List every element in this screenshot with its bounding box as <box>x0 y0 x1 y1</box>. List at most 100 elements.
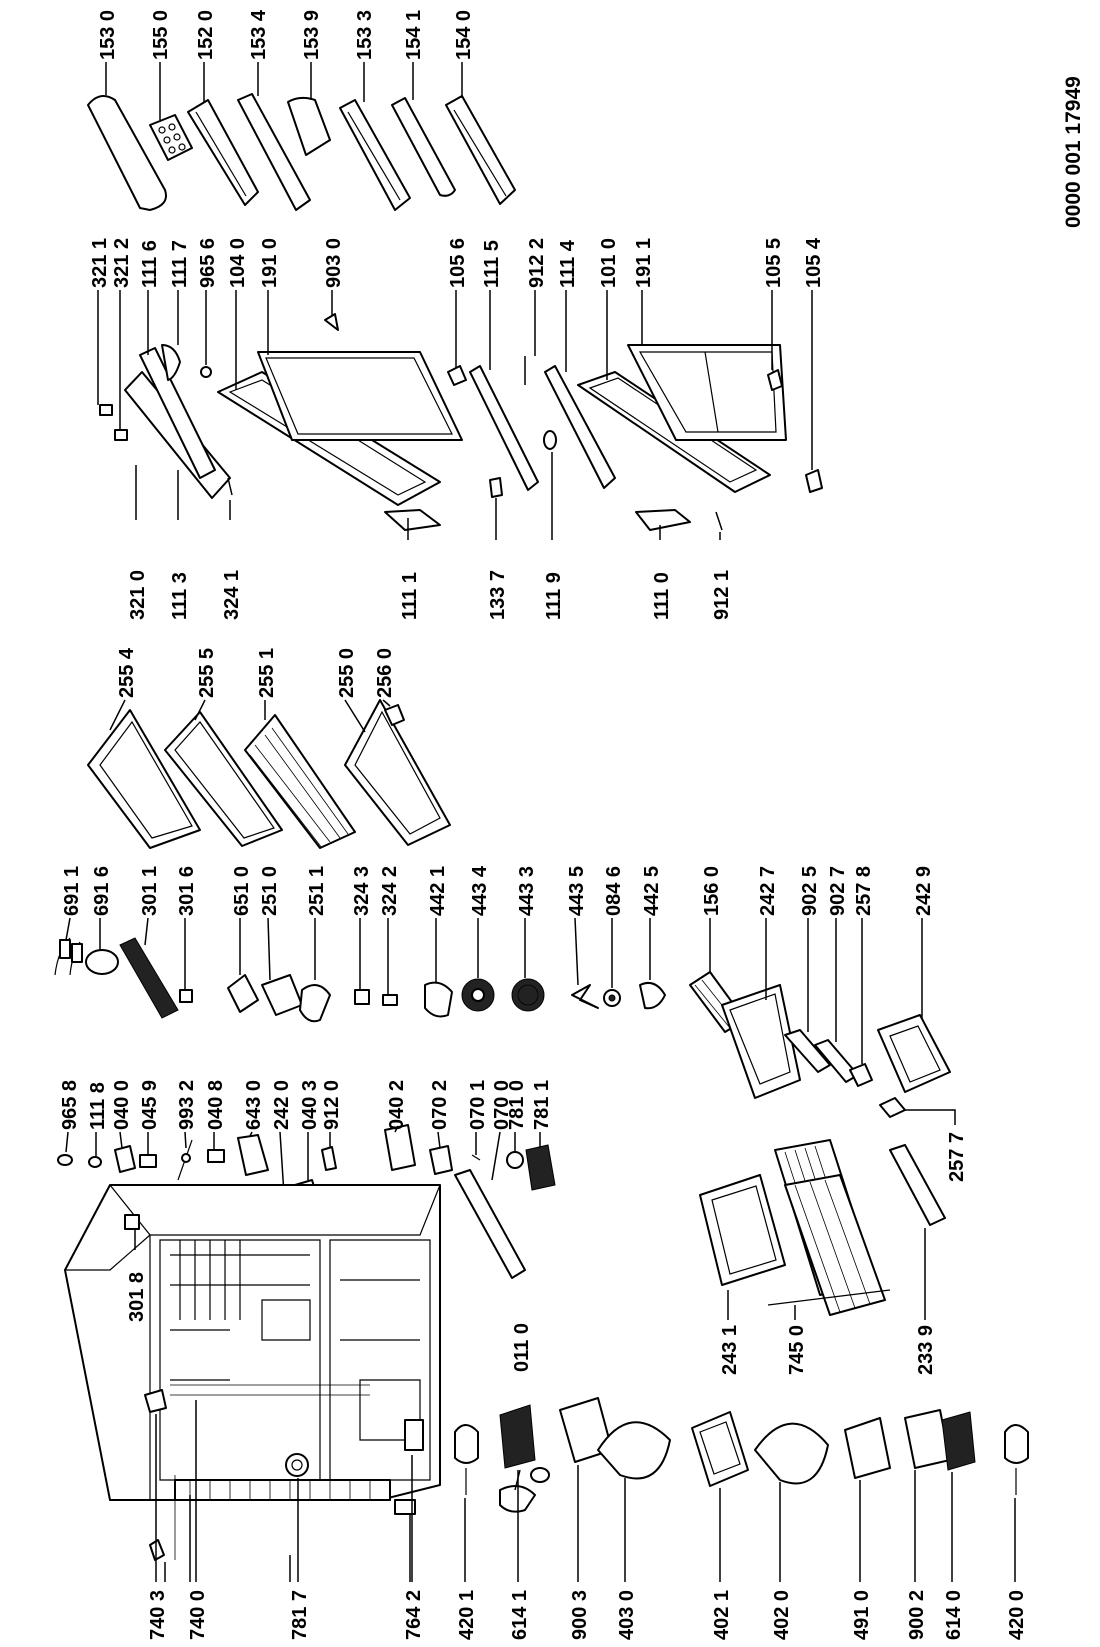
label-2551: 255 1 <box>256 648 278 698</box>
label-9122: 912 2 <box>526 238 548 288</box>
label-1010: 101 0 <box>598 238 620 288</box>
label-0702: 070 2 <box>429 1080 451 1130</box>
label-4910: 491 0 <box>851 1590 873 1640</box>
label-2560: 256 0 <box>374 648 396 698</box>
label-1533: 153 3 <box>354 10 376 60</box>
leader-lines-doors <box>97 290 813 540</box>
label-3212: 321 2 <box>111 238 133 288</box>
label-1337: 133 7 <box>487 570 509 620</box>
label-2429: 242 9 <box>913 866 935 916</box>
leader-lines-shelves <box>109 699 391 733</box>
label-7811: 781 1 <box>531 1080 553 1130</box>
label-9002: 900 2 <box>906 1590 928 1640</box>
label-1113: 111 3 <box>169 572 191 620</box>
label-0403: 040 3 <box>299 1080 321 1130</box>
label-0408: 040 8 <box>205 1080 227 1130</box>
label-9003: 900 3 <box>569 1590 591 1640</box>
label-3243: 324 3 <box>351 866 373 916</box>
label-1530: 153 0 <box>97 10 119 60</box>
label-9656: 965 6 <box>197 238 219 288</box>
label-1055: 105 5 <box>763 238 785 288</box>
label-7810: 781 0 <box>506 1080 528 1130</box>
label-0110: 011 0 <box>511 1323 533 1372</box>
label-4201: 420 1 <box>456 1590 478 1640</box>
label-9025: 902 5 <box>799 866 821 916</box>
compressor-group <box>144 1384 1029 1495</box>
label-1117: 111 7 <box>169 240 191 288</box>
label-3241: 324 1 <box>221 570 243 620</box>
label-1550: 155 0 <box>150 10 172 60</box>
label-9121: 912 1 <box>711 570 733 620</box>
label-1541: 154 1 <box>403 10 425 60</box>
label-2339: 233 9 <box>915 1325 937 1375</box>
label-2427: 242 7 <box>757 866 779 916</box>
label-9027: 902 7 <box>827 866 849 916</box>
label-4020: 402 0 <box>771 1590 793 1640</box>
label-3242: 324 2 <box>379 866 401 916</box>
label-6141: 614 1 <box>509 1590 531 1640</box>
label-1114: 111 4 <box>557 239 579 288</box>
label-9658: 965 8 <box>59 1080 81 1130</box>
label-2550: 255 0 <box>336 648 358 698</box>
label-4421: 442 1 <box>427 866 449 916</box>
label-0402: 040 2 <box>386 1080 408 1130</box>
label-1054: 105 4 <box>803 237 825 288</box>
label-4435: 443 5 <box>566 866 588 916</box>
label-7450: 745 0 <box>786 1325 808 1375</box>
label-1520: 152 0 <box>195 10 217 60</box>
label-0700: 070 0 <box>491 1080 513 1130</box>
label-3211: 321 1 <box>89 238 111 288</box>
glass-shelves-group <box>87 699 451 849</box>
label-9932: 993 2 <box>176 1080 198 1130</box>
freezer-drawers-group <box>699 1097 946 1316</box>
label-6911: 691 1 <box>61 866 83 916</box>
label-3210: 321 0 <box>127 570 149 620</box>
label-1056: 105 6 <box>447 238 469 288</box>
label-6140: 614 0 <box>943 1590 965 1640</box>
label-1534: 153 4 <box>248 9 270 60</box>
label-6510: 651 0 <box>231 866 253 916</box>
label-2420: 242 0 <box>271 1080 293 1130</box>
label-0846: 084 6 <box>603 866 625 916</box>
leader-lines-cabinet <box>134 1230 521 1582</box>
label-6916: 691 6 <box>91 866 113 916</box>
label-2511: 251 1 <box>306 866 328 916</box>
label-2578: 257 8 <box>853 866 875 916</box>
label-6430: 643 0 <box>243 1080 265 1130</box>
label-1110: 111 0 <box>651 572 673 620</box>
label-2577: 257 7 <box>946 1132 968 1182</box>
leader-lines-drawers <box>727 1109 956 1320</box>
label-4433: 443 3 <box>516 866 538 916</box>
label-1911: 191 1 <box>633 238 655 288</box>
door-shelves-group <box>87 93 516 211</box>
label-1910: 191 0 <box>259 238 281 288</box>
label-4021: 402 1 <box>711 1590 733 1640</box>
label-9120: 912 0 <box>321 1080 343 1130</box>
label-9030: 903 0 <box>323 238 345 288</box>
label-7400: 740 0 <box>187 1590 209 1640</box>
label-7817: 781 7 <box>289 1590 311 1640</box>
label-3011: 301 1 <box>139 866 161 916</box>
doors-group <box>99 313 823 531</box>
label-1116: 111 6 <box>139 240 161 288</box>
label-4200: 420 0 <box>1006 1590 1028 1640</box>
label-3016: 301 6 <box>176 866 198 916</box>
label-1119: 111 9 <box>543 572 565 620</box>
label-0400: 040 0 <box>111 1080 133 1130</box>
cabinet-group <box>64 1184 550 1561</box>
label-4030: 403 0 <box>616 1590 638 1640</box>
label-1111: 111 1 <box>399 572 421 620</box>
label-7403: 740 3 <box>147 1590 169 1640</box>
controls-and-fans-group <box>54 937 951 1099</box>
label-1118: 111 8 <box>87 1082 109 1130</box>
label-1539: 153 9 <box>301 10 323 60</box>
label-1540: 154 0 <box>453 10 475 60</box>
part-labels: 153 0 155 0 152 0 153 4 153 9 153 3 154 … <box>59 9 1028 1640</box>
label-1040: 104 0 <box>227 238 249 288</box>
label-3018: 301 8 <box>126 1272 148 1322</box>
document-number: 0000 001 17949 <box>1062 76 1085 228</box>
label-1560: 156 0 <box>701 866 723 916</box>
label-7642: 764 2 <box>403 1590 425 1640</box>
leader-lines-controls <box>65 917 923 1064</box>
